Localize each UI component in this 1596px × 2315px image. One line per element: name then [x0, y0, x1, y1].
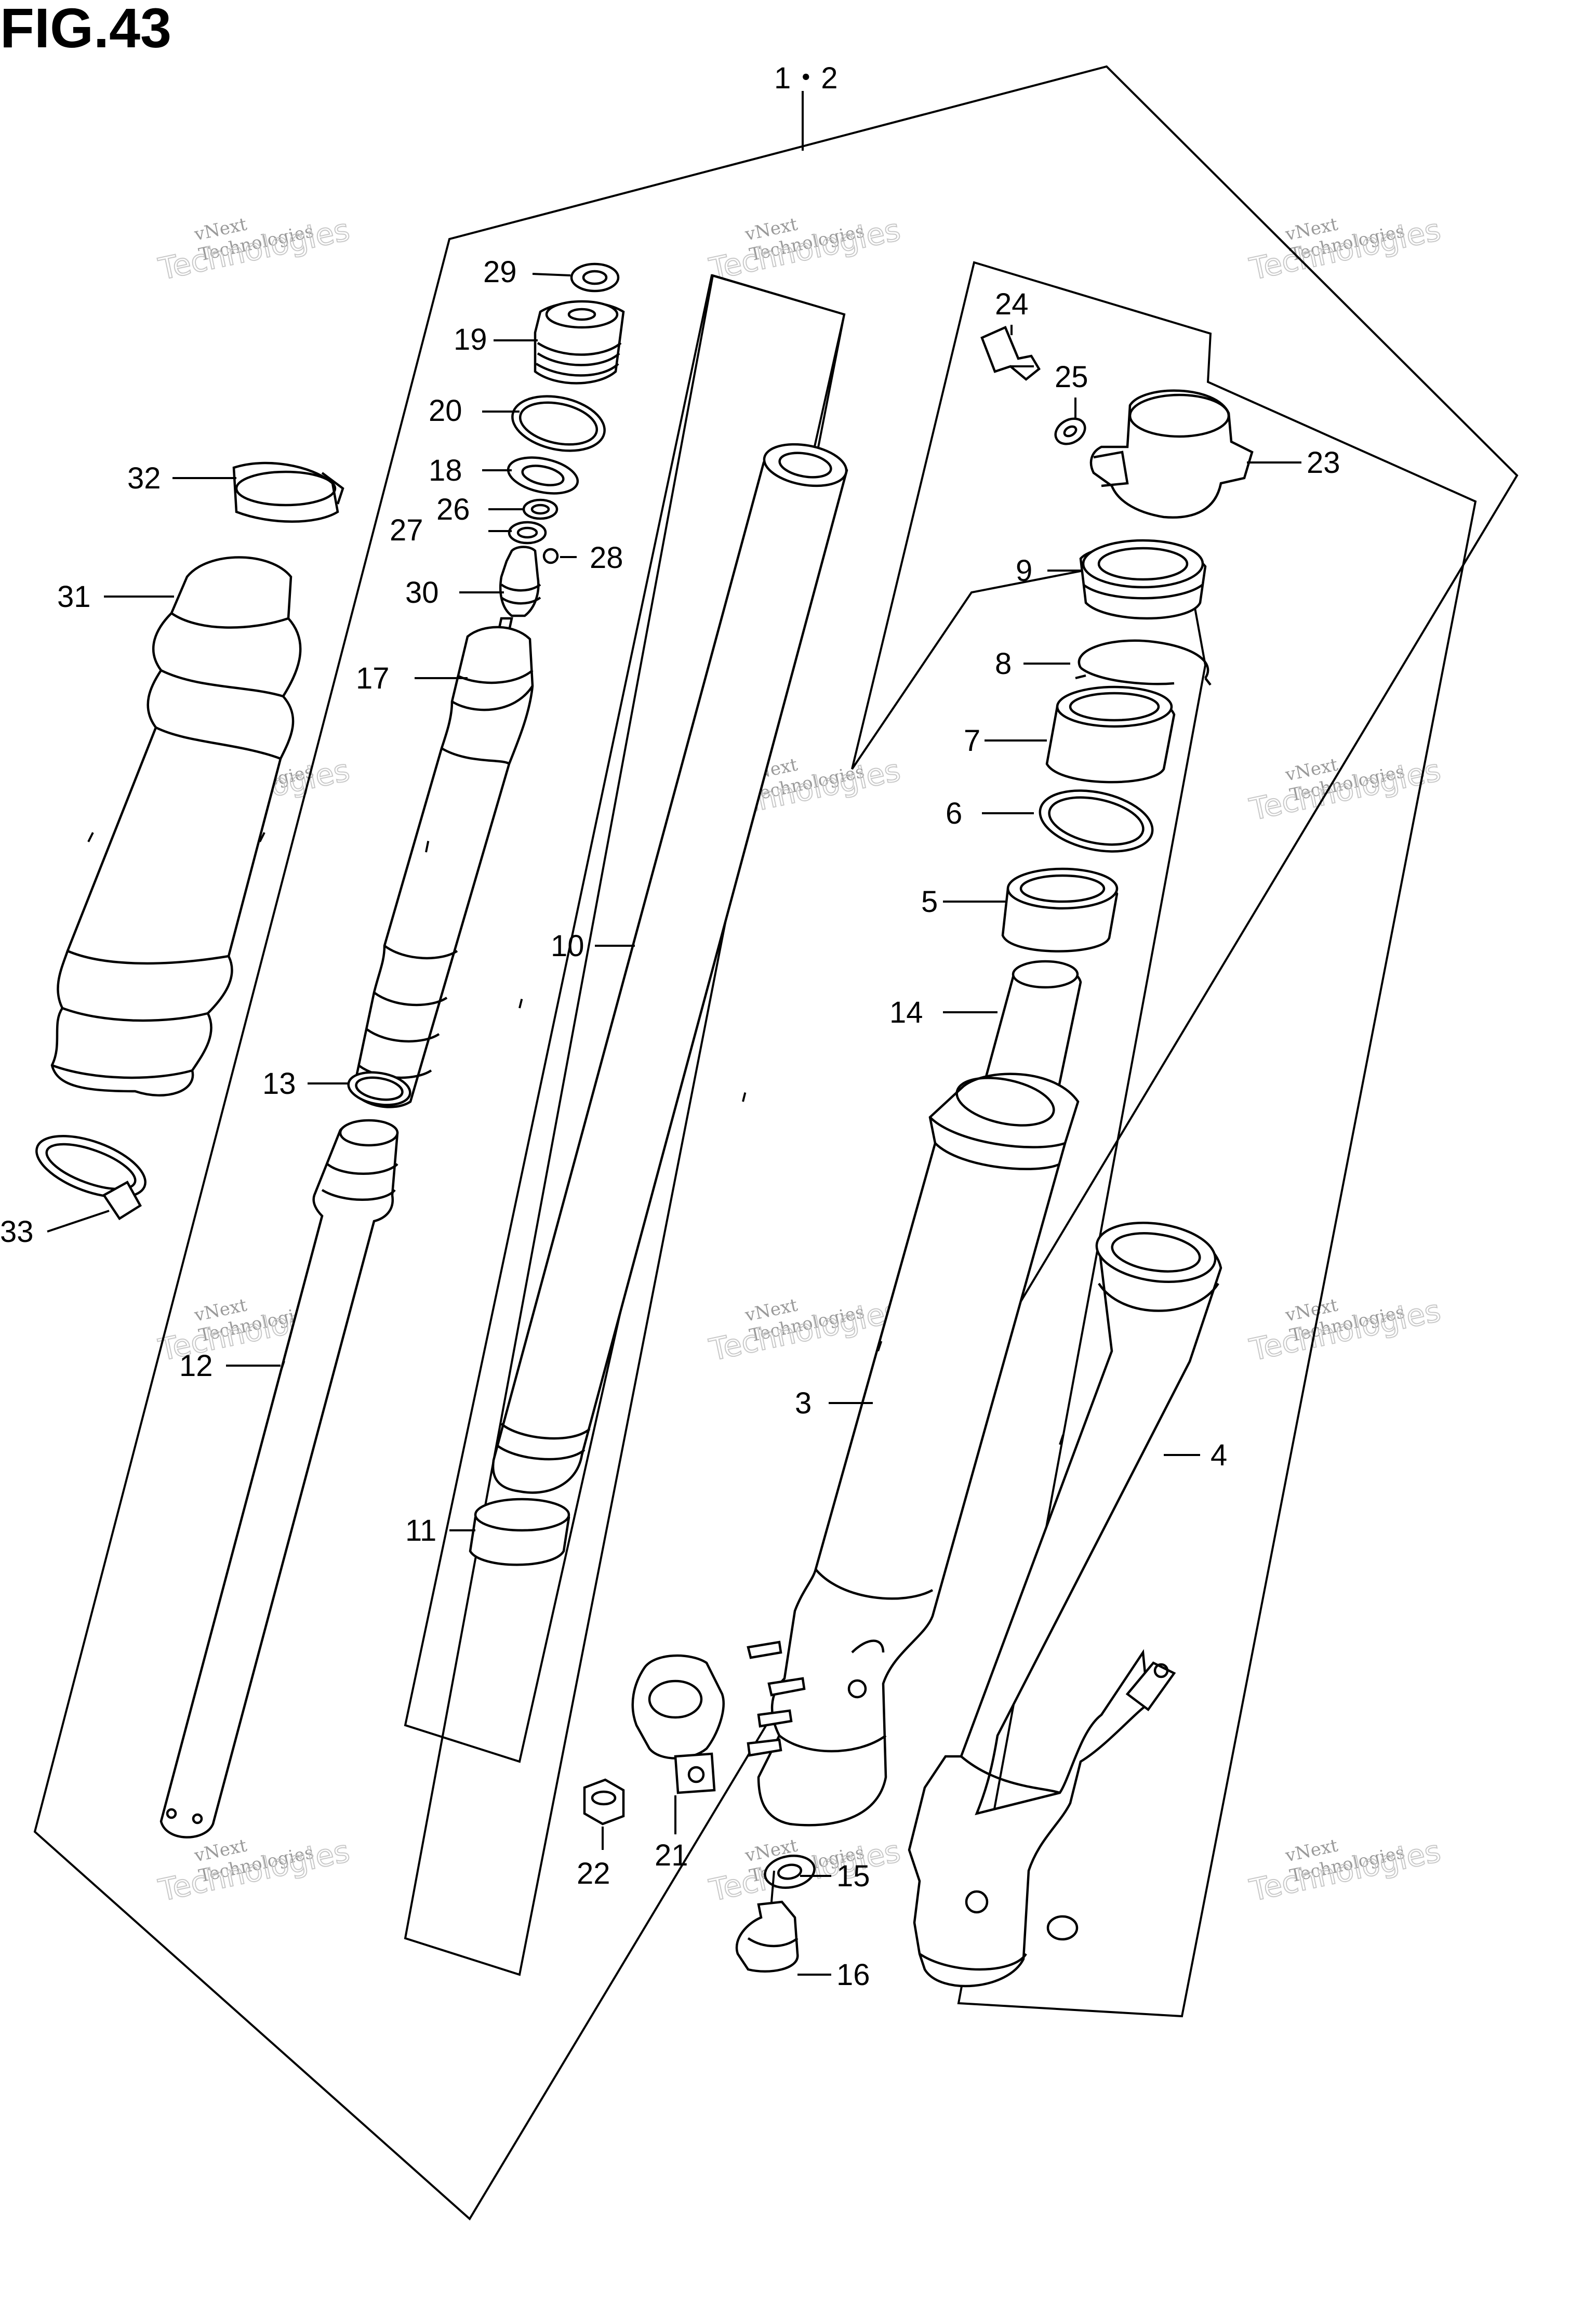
svg-text:Technologies: Technologies	[1246, 212, 1444, 287]
cylinder-12	[159, 1119, 399, 1838]
callout-10: 10	[551, 929, 584, 963]
fork-leg-3	[757, 1073, 1080, 1827]
callout-28: 28	[590, 541, 623, 575]
callout-22: 22	[577, 1857, 610, 1890]
callout-29: 29	[483, 255, 517, 289]
circlip-8	[1075, 639, 1212, 686]
callout-15: 15	[836, 1859, 870, 1893]
watermark: vNext Technologies Technologies	[1246, 211, 1444, 287]
callout-3: 3	[795, 1386, 812, 1420]
dust-boot-31	[50, 556, 302, 1096]
watermark: vNext Technologies Technologies	[155, 211, 353, 287]
callout-32: 32	[127, 461, 161, 495]
bearing-9	[1079, 539, 1207, 620]
svg-text:Technologies: Technologies	[706, 1293, 903, 1368]
washer-25	[1054, 417, 1086, 445]
callout-20: 20	[429, 394, 462, 428]
callout-labels: 1・2 29 19 20 18 26 27 28 30 17 32 31 13 …	[0, 61, 1340, 1992]
svg-text:Technologies: Technologies	[1246, 1293, 1444, 1368]
axle-holder-21	[631, 1641, 806, 1794]
clamp-bracket-23	[1089, 389, 1254, 519]
outer-assembly-frame	[33, 65, 1519, 2221]
assembly-frames	[33, 65, 1519, 2221]
ring-11	[469, 1498, 570, 1566]
drain-bolt-16	[735, 1870, 799, 1973]
callout-30: 30	[405, 576, 439, 610]
oil-seal-5	[1001, 867, 1119, 953]
nut-22	[583, 1778, 625, 1825]
washer-15	[764, 1855, 816, 1889]
fork-leg-4	[908, 1221, 1222, 1988]
watermark: vNext Technologies Technologies	[1246, 1833, 1444, 1909]
callout-14: 14	[889, 996, 923, 1029]
leader-lines	[47, 273, 1301, 1976]
callout-19: 19	[454, 323, 487, 356]
watermark: vNext Technologies Technologies	[1246, 1292, 1444, 1368]
callout-23: 23	[1307, 446, 1340, 480]
figure-title: FIG.43	[0, 0, 172, 59]
svg-text:Technologies: Technologies	[706, 212, 903, 287]
inner-tube-10	[491, 443, 848, 1494]
callout-11: 11	[405, 1514, 436, 1547]
callout-18: 18	[429, 454, 462, 487]
svg-text:Technologies: Technologies	[155, 1833, 353, 1908]
inner-cylinder-frame	[404, 274, 846, 1976]
callout-33: 33	[0, 1215, 34, 1249]
callout-25: 25	[1055, 360, 1088, 394]
callout-8: 8	[995, 647, 1012, 681]
svg-text:Technologies: Technologies	[1246, 1833, 1444, 1908]
inner-tube-frame	[851, 261, 1477, 2018]
ring-6	[1039, 789, 1154, 853]
callout-7: 7	[964, 724, 980, 758]
callout-6: 6	[946, 797, 962, 830]
adjuster-30	[499, 546, 541, 617]
spring-washer-27	[508, 521, 547, 545]
callout-27: 27	[390, 513, 423, 547]
bushing-7	[1045, 685, 1176, 784]
callout-17: 17	[356, 662, 390, 695]
washer-26	[522, 498, 558, 520]
callout-12: 12	[179, 1349, 213, 1383]
watermark: vNext Technologies Technologies	[706, 211, 904, 287]
callout-31: 31	[57, 580, 91, 614]
svg-text:Technologies: Technologies	[155, 212, 353, 287]
callout-16: 16	[836, 1958, 870, 1992]
callout-26: 26	[436, 493, 470, 526]
watermark: vNext Technologies Technologies	[706, 1292, 904, 1368]
callout-assembly: 1・2	[774, 61, 838, 95]
callout-9: 9	[1016, 554, 1032, 588]
washer-29	[570, 262, 620, 293]
washer-18	[507, 456, 579, 495]
clamp-33	[35, 1135, 147, 1221]
callout-4: 4	[1211, 1438, 1227, 1472]
callout-5: 5	[921, 885, 938, 919]
ball-28	[542, 548, 559, 564]
callout-13: 13	[262, 1067, 296, 1101]
clamp-32	[232, 461, 344, 523]
watermark: vNext Technologies Technologies	[1246, 752, 1444, 828]
bolt-24	[980, 326, 1041, 381]
o-ring-20	[511, 395, 606, 452]
callout-24: 24	[995, 287, 1029, 321]
cap-bolt-19	[534, 300, 625, 385]
callout-21: 21	[655, 1838, 688, 1872]
